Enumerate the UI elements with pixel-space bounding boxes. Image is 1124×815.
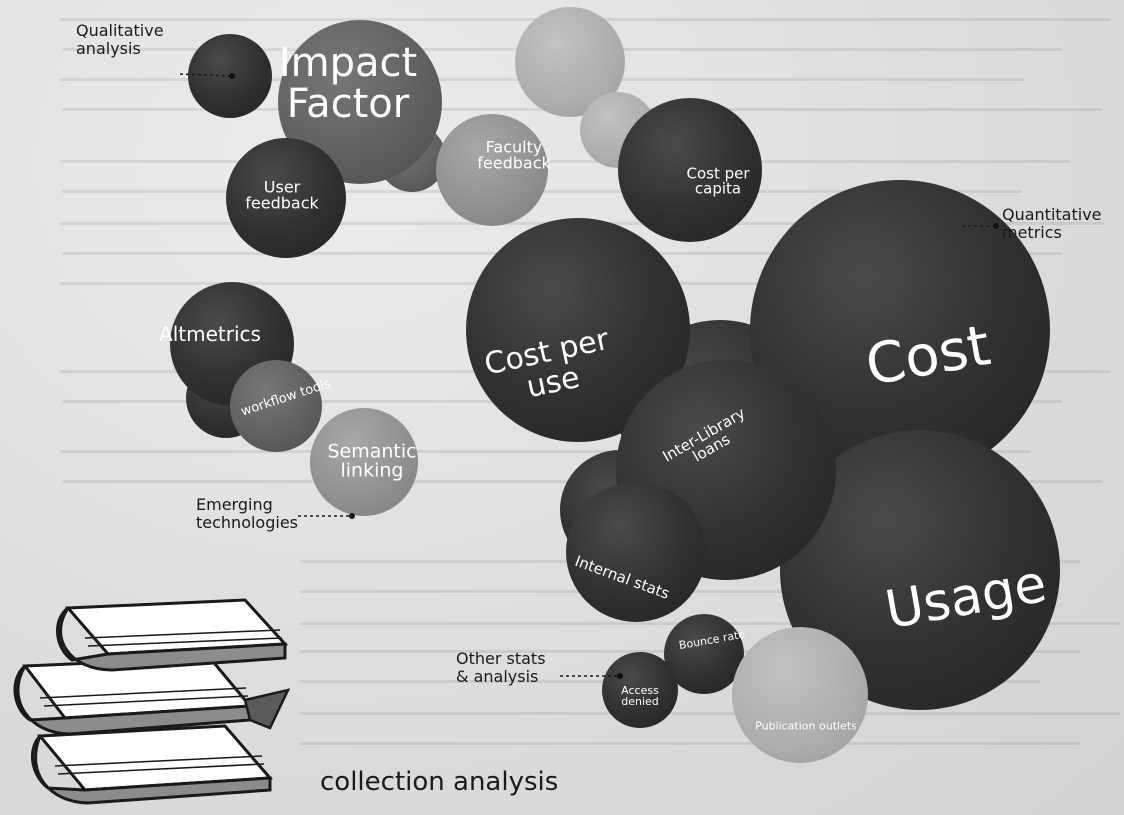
bubble-internal-stats <box>566 482 706 622</box>
bubble-publication-outlets <box>732 627 868 763</box>
leader-dot-other-stats-analysis <box>617 673 623 679</box>
bubble-label-access-denied: Access denied <box>621 683 659 708</box>
leader-line-qualitative-analysis <box>179 73 233 77</box>
bubble-semantic-linking <box>310 408 418 516</box>
annotation-quantitative-metrics: Quantitative metrics <box>1002 205 1102 243</box>
leader-dot-qualitative-analysis <box>229 73 235 79</box>
bubble-label-altmetrics: Altmetrics <box>159 321 261 346</box>
stack-of-books-icon <box>13 598 291 805</box>
annotation-other-stats-analysis: Other stats & analysis <box>456 649 546 687</box>
bubble-label-faculty-feedback: Faculty feedback <box>477 137 551 173</box>
bubble-faculty-feedback <box>436 114 548 226</box>
bubble-cost-per-capita <box>618 98 762 242</box>
leader-dot-emerging-technologies <box>349 513 355 519</box>
diagram-caption: collection analysis <box>320 767 559 797</box>
leader-dot-quantitative-metrics <box>993 223 999 229</box>
bubble-label-user-feedback: User feedback <box>245 177 319 213</box>
bubble-user-feedback <box>226 138 346 258</box>
annotation-emerging-technologies: Emerging technologies <box>196 495 298 533</box>
bubble-bounce-rate <box>664 614 744 694</box>
bubble-label-cost-per-capita: Cost per capita <box>686 164 750 198</box>
book-top <box>55 598 289 672</box>
book-middle <box>13 656 291 736</box>
bubble-access-denied <box>602 652 678 728</box>
annotation-qualitative-analysis: Qualitative analysis <box>76 21 164 59</box>
bubble-label-publication-outlets: Publication outlets <box>755 719 857 733</box>
bubble-label-impact-factor: Impact Factor <box>278 40 418 127</box>
bubble-label-semantic-linking: Semantic linking <box>327 440 417 482</box>
bubble-workflow-tools <box>230 360 322 452</box>
book-bottom <box>30 724 274 805</box>
